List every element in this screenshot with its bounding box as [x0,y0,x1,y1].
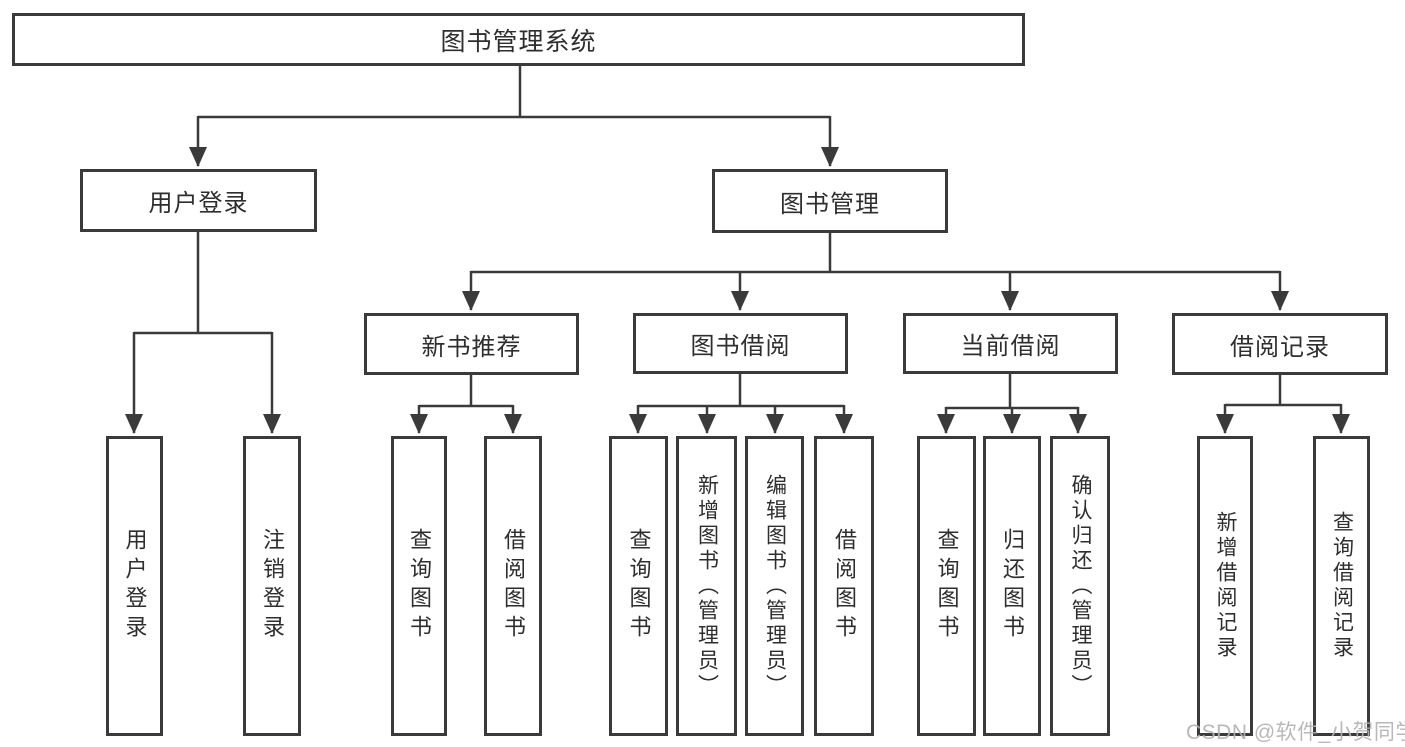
leaf-query-books-borrowing: 查询图书 [609,436,668,736]
node-new-book-recommend: 新书推荐 [364,313,579,375]
leaf-query-borrow-record: 查询借阅记录 [1313,436,1370,736]
node-book-management: 图书管理 [712,169,948,233]
edge-current-borrowing-to-leaves [937,374,1087,434]
leaf-confirm-return-admin: 确认归还（管理员） [1050,436,1110,736]
node-book-borrowing: 图书借阅 [633,313,848,374]
edge-book-borrowing-to-leaves [629,374,853,434]
leaf-borrow-books-borrowing: 借阅图书 [814,436,874,736]
leaf-logout: 注销登录 [243,436,301,736]
node-user-login: 用户登录 [80,169,317,232]
leaf-return-books: 归还图书 [983,436,1041,736]
leaf-add-books-admin: 新增图书（管理员） [676,436,737,736]
edge-book-management-to-level3 [462,233,1289,311]
node-borrowing-records: 借阅记录 [1172,313,1388,375]
leaf-borrow-books-recommend: 借阅图书 [484,436,542,736]
leaf-query-books-recommend: 查询图书 [391,436,447,736]
edge-root-to-level2 [189,66,839,167]
leaf-add-borrow-record: 新增借阅记录 [1197,436,1253,736]
edge-new-book-recommend-to-leaves [410,375,522,434]
node-current-borrowing: 当前借阅 [903,313,1118,374]
node-root-library-management-system: 图书管理系统 [12,13,1025,66]
edge-user-login-to-leaves [125,232,281,434]
csdn-watermark: CSDN @软件_小贺同学 [1186,721,1405,744]
leaf-query-books-current: 查询图书 [917,436,976,736]
leaf-user-login: 用户登录 [106,436,163,736]
leaf-edit-books-admin: 编辑图书（管理员） [745,436,804,736]
edge-borrowing-records-to-leaves [1216,375,1350,434]
